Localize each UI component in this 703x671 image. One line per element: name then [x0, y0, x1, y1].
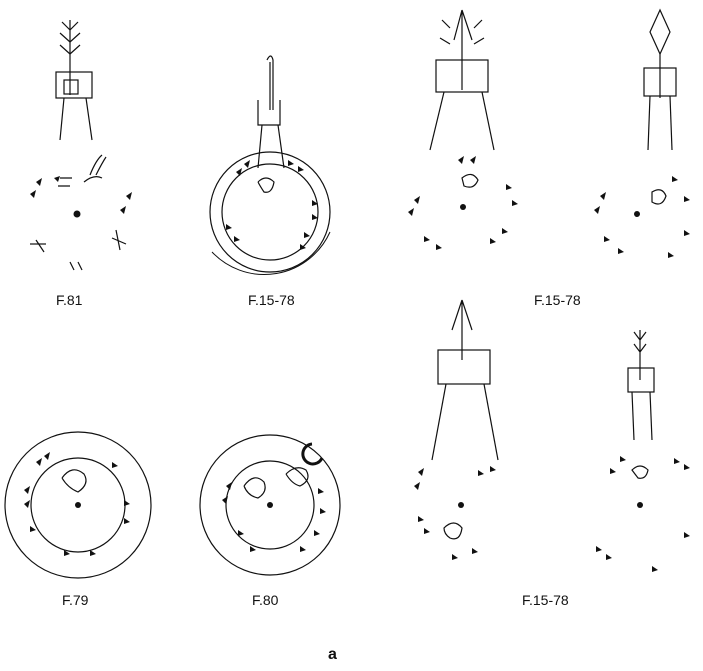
- triangles-f15-78-e: [596, 456, 690, 572]
- drawing-f81: [30, 20, 126, 270]
- drawing-f15-78-d: [432, 300, 498, 539]
- panel-letter: a: [328, 646, 337, 664]
- triangles-f15-78-c: [594, 176, 690, 258]
- figure-label-f15-78-top-middle: F.15-78: [248, 292, 295, 308]
- drawing-f15-78-e: [628, 330, 654, 478]
- drawing-f15-78-a: [210, 56, 330, 275]
- triangles-f80: [222, 482, 326, 552]
- drawing-f15-78-c: [644, 10, 676, 204]
- figure-label-f15-78-bottom-right: F.15-78: [522, 592, 569, 608]
- triangles-f15-78-a: [226, 160, 318, 250]
- figure-label-f79: F.79: [62, 592, 88, 608]
- dots-f81: [30, 176, 132, 218]
- figure-label-f15-78-top-right: F.15-78: [534, 292, 581, 308]
- figure-label-f80: F.80: [252, 592, 278, 608]
- triangles-f15-78-b: [408, 156, 518, 250]
- triangles-f15-78-d: [414, 466, 496, 560]
- figure-label-f81: F.81: [56, 292, 82, 308]
- triangles-f79: [24, 452, 130, 556]
